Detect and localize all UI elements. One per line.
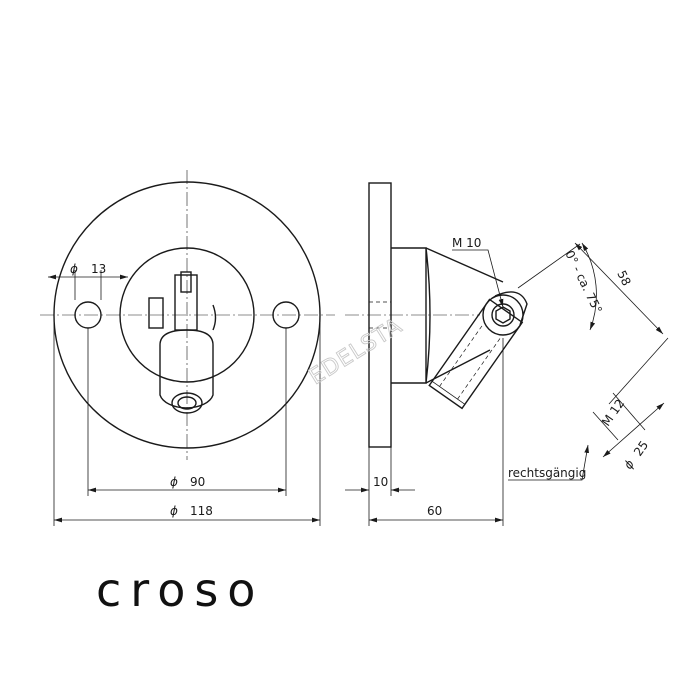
thread-top-label: M 10 bbox=[452, 236, 481, 250]
side-tube-thread-top bbox=[439, 324, 483, 387]
side-angled-tube bbox=[428, 298, 524, 410]
dim-boltcircle-diameter-symbol: ϕ bbox=[170, 475, 178, 489]
front-tube-bore-inner bbox=[177, 396, 197, 410]
dim-arm-line bbox=[574, 242, 664, 335]
dim-hole-diameter-symbol: ϕ bbox=[70, 262, 78, 276]
front-hinge-curve bbox=[212, 304, 217, 331]
dim-plate-thickness-label: 10 bbox=[373, 475, 388, 489]
thread-direction-label: rechtsgängig bbox=[508, 466, 586, 480]
dim-outer-label: 118 bbox=[190, 504, 213, 518]
dim-arm-ext-bottom bbox=[608, 337, 669, 405]
dim-arm-length-label: 58 bbox=[614, 268, 633, 288]
dim-arm-ext-top bbox=[517, 243, 581, 289]
front-tube-bore-outer bbox=[171, 392, 203, 414]
dim-tube-line bbox=[602, 402, 665, 458]
front-hinge-tab bbox=[180, 271, 192, 293]
side-collar bbox=[391, 247, 431, 384]
thread-tube-label: M 12 bbox=[599, 397, 627, 429]
tube-diameter-label: 25 bbox=[631, 438, 651, 459]
thread-top-leader bbox=[452, 249, 504, 308]
angle-label: 0° - ca. 75° bbox=[562, 248, 605, 316]
front-hinge-side bbox=[148, 297, 164, 329]
tube-diameter-symbol: ϕ bbox=[621, 457, 637, 472]
front-hinge-block bbox=[174, 274, 198, 331]
dim-outer-diameter-symbol: ϕ bbox=[170, 504, 178, 518]
dim-boltcircle-label: 90 bbox=[190, 475, 205, 489]
thread-direction-leader bbox=[508, 444, 590, 481]
dim-depth-label: 60 bbox=[427, 504, 442, 518]
front-view: ϕ 13 ϕ 90 ϕ 118 bbox=[40, 170, 335, 526]
side-view: 10 60 M 10 0° - ca. 75° 58 M 12 ϕ 25 rec… bbox=[345, 182, 669, 526]
side-hinge-bolt-hex bbox=[495, 306, 511, 324]
brand-logo: croso bbox=[96, 563, 264, 617]
dim-hole-diameter-label: 13 bbox=[91, 262, 106, 276]
side-tube-body bbox=[428, 298, 524, 410]
front-tube-body bbox=[159, 329, 214, 409]
side-cone bbox=[425, 247, 504, 384]
side-tube-thread-end bbox=[431, 381, 466, 405]
side-tube-thread-bottom bbox=[457, 337, 501, 400]
